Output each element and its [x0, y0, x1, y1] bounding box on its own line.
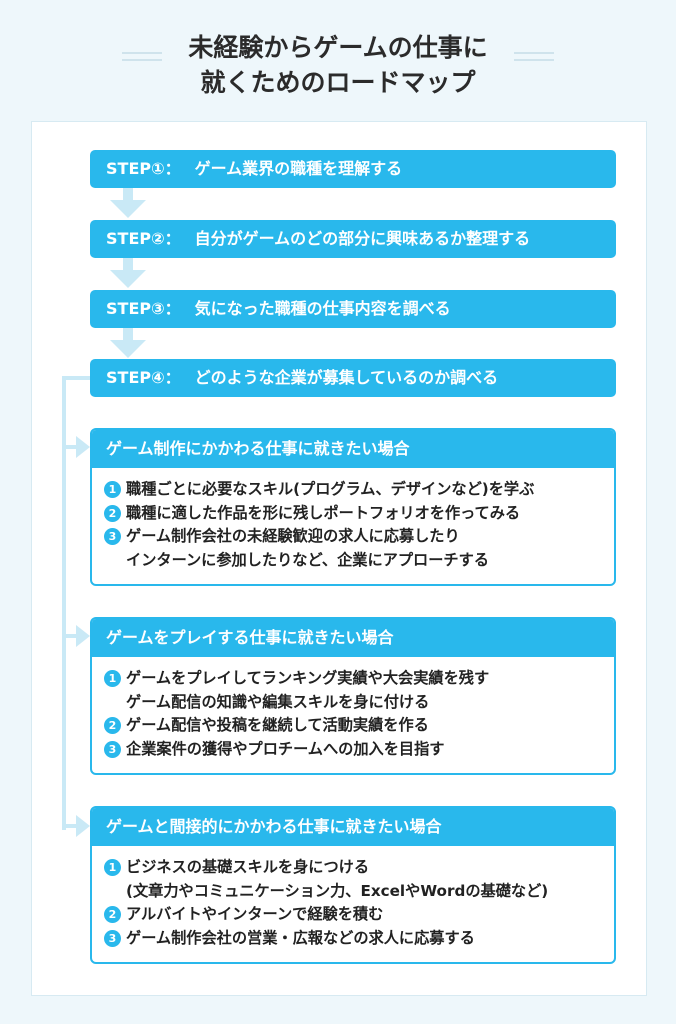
title-decoration-right [514, 52, 554, 61]
card-list: 1 職種ごとに必要なスキル(プログラム、デザインなど)を学ぶ 2 職種に適した作品を… [92, 468, 614, 580]
down-arrow-icon [110, 258, 146, 288]
title-decoration-left [122, 52, 162, 61]
list-item: 1 ビジネスの基礎スキルを身につける (文章力やコミュニケーション力、ExcelやW… [104, 856, 604, 903]
card-list: 1 ビジネスの基礎スキルを身につける (文章力やコミュニケーション力、ExcelやW… [92, 846, 614, 958]
number-badge: 2 [104, 504, 121, 522]
card-game-production: ゲーム制作にかかわる仕事に就きたい場合 1 職種ごとに必要なスキル(プログラム、デ… [90, 428, 616, 586]
card-list: 1 ゲームをプレイしてランキング実績や大会実績を残すゲーム配信の知識や編集スキルを… [92, 657, 614, 769]
step-2: STEP②： 自分がゲームのどの部分に興味あるか整理する [90, 220, 616, 258]
number-badge: 2 [104, 717, 121, 734]
list-item: 1 職種ごとに必要なスキル(プログラム、デザインなど)を学ぶ [104, 478, 604, 502]
item-text: 職種に適した作品を形に残しポートフォリオを作ってみる [126, 503, 521, 522]
step-label: STEP④： [106, 368, 181, 387]
step-label: STEP②： [106, 229, 181, 248]
step-label: STEP①： [106, 159, 181, 178]
list-item: 3 ゲーム制作会社の未経験歓迎の求人に応募したりインターンに参加したりなど、企業に… [104, 525, 604, 572]
item-text: ビジネスの基礎スキルを身につける [126, 858, 369, 876]
list-item: 2 職種に適した作品を形に残しポートフォリオを作ってみる [104, 502, 604, 526]
page-title: 未経験からゲームの仕事に 就くためのロードマップ [0, 30, 676, 100]
step-text: どのような企業が募集しているのか調べる [194, 368, 499, 387]
card-game-indirect: ゲームと間接的にかかわる仕事に就きたい場合 1 ビジネスの基礎スキルを身につける (… [90, 806, 616, 964]
item-text: ゲーム制作会社の未経験歓迎の求人に応募したり [126, 527, 460, 545]
number-badge: 1 [104, 859, 121, 876]
item-text: 職種ごとに必要なスキル(プログラム、デザインなど)を学ぶ [126, 480, 535, 498]
list-item: 1 ゲームをプレイしてランキング実績や大会実績を残すゲーム配信の知識や編集スキルを… [104, 667, 604, 714]
title-line-2: 就くためのロードマップ [200, 68, 476, 97]
number-badge: 2 [104, 906, 121, 923]
card-heading: ゲーム制作にかかわる仕事に就きたい場合 [92, 430, 614, 468]
item-text-continued: ゲーム配信の知識や編集スキルを身に付ける [126, 692, 430, 711]
item-text-continued: (文章力やコミュニケーション力、ExcelやWordの基礎など) [126, 881, 549, 900]
title-line-1: 未経験からゲームの仕事に [188, 33, 488, 62]
card-heading: ゲームをプレイする仕事に就きたい場合 [92, 619, 614, 657]
number-badge: 1 [104, 670, 121, 687]
item-text: ゲームをプレイしてランキング実績や大会実績を残す [126, 669, 490, 687]
branch-arrow-icon [62, 436, 90, 458]
branch-connector-line [62, 376, 66, 830]
down-arrow-icon [110, 188, 146, 218]
list-item: 2 ゲーム配信や投稿を継続して活動実績を作る [104, 714, 604, 738]
step-3: STEP③： 気になった職種の仕事内容を調べる [90, 290, 616, 328]
step-label: STEP③： [106, 299, 181, 318]
down-arrow-icon [110, 328, 146, 358]
number-badge: 3 [104, 740, 121, 758]
step-text: 気になった職種の仕事内容を調べる [194, 299, 451, 318]
branch-arrow-icon [62, 815, 90, 837]
item-text: ゲーム配信や投稿を継続して活動実績を作る [126, 716, 429, 734]
item-text: ゲーム制作会社の営業・広報などの求人に応募する [126, 928, 475, 947]
item-text: アルバイトやインターンで経験を積む [126, 905, 384, 923]
card-heading: ゲームと間接的にかかわる仕事に就きたい場合 [92, 808, 614, 846]
branch-arrow-icon [62, 625, 90, 647]
list-item: 3 ゲーム制作会社の営業・広報などの求人に応募する [104, 927, 604, 951]
list-item: 3 企業案件の獲得やプロチームへの加入を目指す [104, 738, 604, 762]
step-4: STEP④： どのような企業が募集しているのか調べる [90, 359, 616, 397]
number-badge: 3 [104, 929, 121, 947]
branch-connector-top [62, 376, 92, 380]
number-badge: 3 [104, 528, 121, 545]
card-game-play: ゲームをプレイする仕事に就きたい場合 1 ゲームをプレイしてランキング実績や大会実… [90, 617, 616, 775]
step-1: STEP①： ゲーム業界の職種を理解する [90, 150, 616, 188]
item-text: 企業案件の獲得やプロチームへの加入を目指す [126, 739, 445, 758]
list-item: 2 アルバイトやインターンで経験を積む [104, 903, 604, 927]
number-badge: 1 [104, 481, 121, 498]
step-text: ゲーム業界の職種を理解する [194, 159, 403, 178]
item-text-continued: インターンに参加したりなど、企業にアプローチする [126, 550, 489, 569]
step-text: 自分がゲームのどの部分に興味あるか整理する [194, 229, 531, 248]
